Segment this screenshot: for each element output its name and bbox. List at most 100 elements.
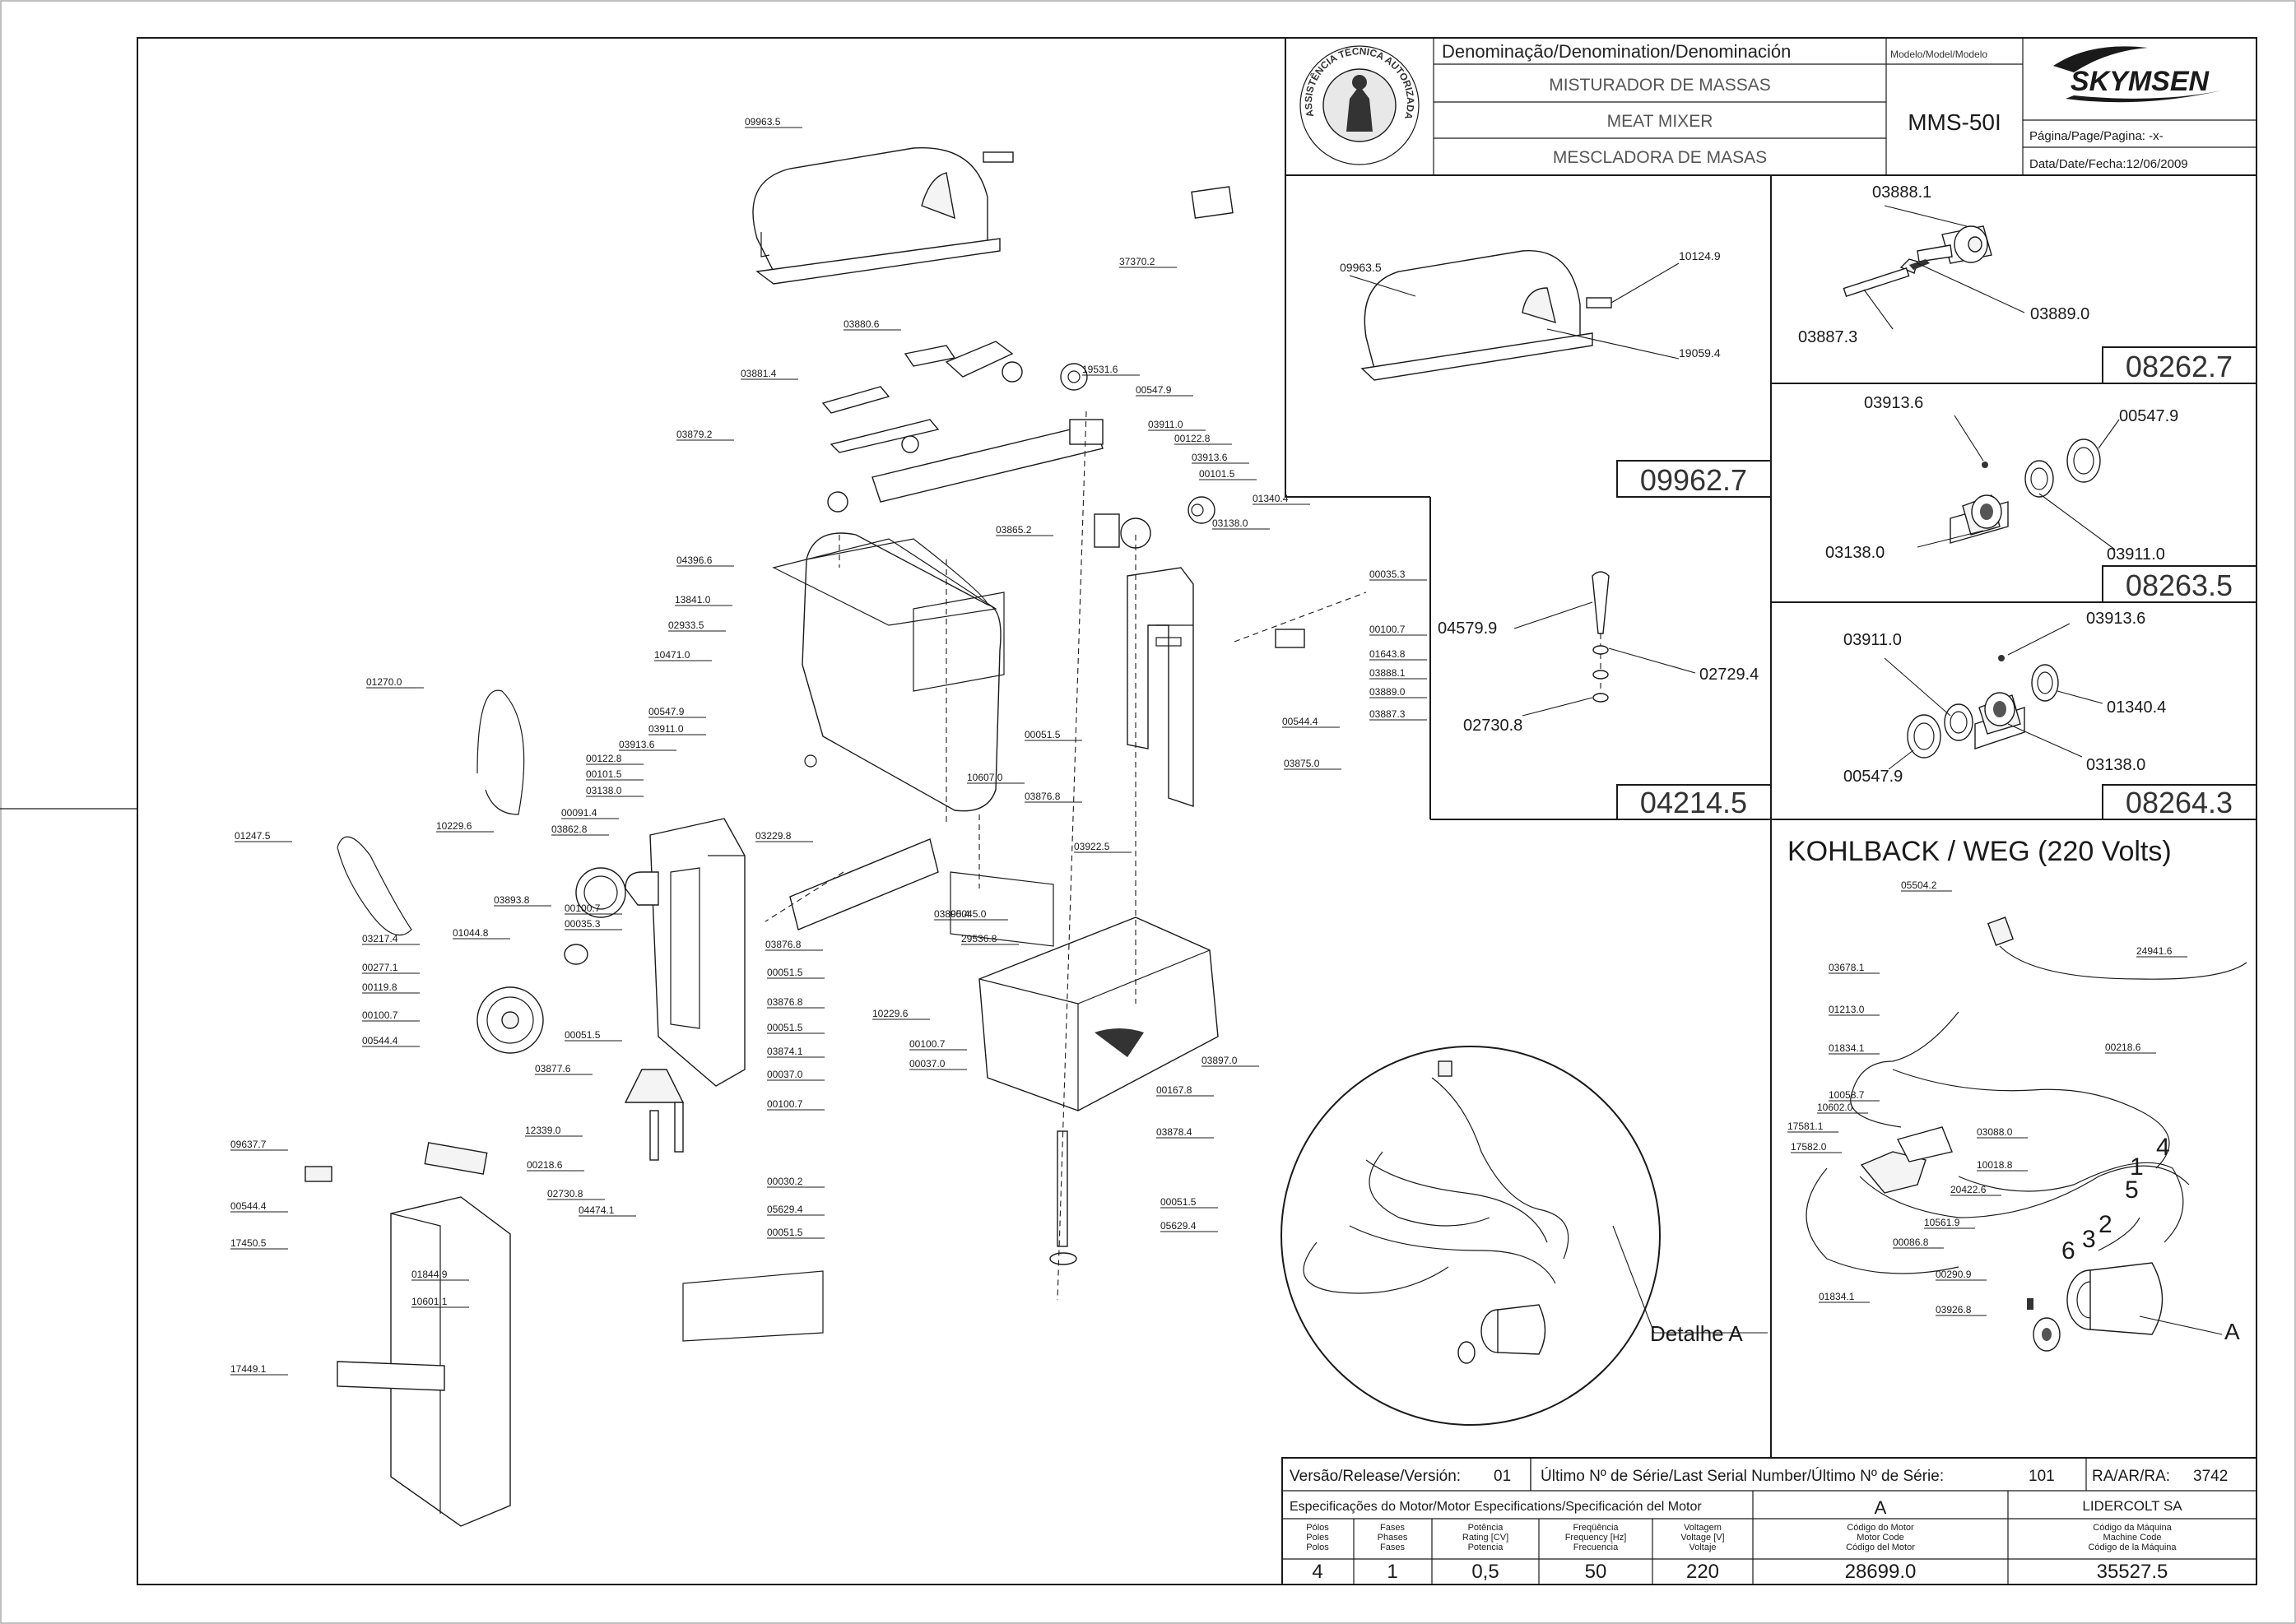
p5-label-0: 03911.0: [1843, 631, 1902, 649]
spec-col-3-label-1: Frequency [Hz]: [1565, 1533, 1627, 1543]
part-label-15: 00035.3: [1369, 568, 1406, 580]
motor-spec-header: Especificações do Motor/Motor Especifica…: [1290, 1500, 1702, 1514]
p5-label-2: 01340.4: [2107, 698, 2166, 717]
panel-code-08262-7: 08262.7: [2126, 350, 2233, 383]
motor-part-label-11: 10018.8: [1977, 1159, 2013, 1171]
motor-part-label-12: 20422.6: [1950, 1184, 1987, 1195]
motor-part-label-3: 01213.0: [1829, 1004, 1865, 1015]
model-code: MMS-50I: [1908, 109, 2001, 135]
p5-label-1: 03913.6: [2086, 610, 2145, 628]
base-housing: [789, 838, 1219, 1265]
part-label-50: 00277.1: [362, 962, 398, 973]
bottom-enclosure: [304, 1142, 511, 1527]
p2-label-1: 03887.3: [1798, 328, 1857, 346]
spec-col-1-label-1: Phases: [1378, 1533, 1408, 1543]
part-label-52: 00051.5: [767, 967, 803, 978]
part-label-48: 03217.4: [362, 933, 398, 944]
part-label-75: 00030.2: [767, 1176, 803, 1187]
spec-col-3-label-2: Frecuencia: [1573, 1543, 1619, 1552]
page-label: Página/Page/Pagina: -x-: [2029, 129, 2164, 143]
part-label-19: 01643.8: [1369, 648, 1406, 660]
part-label-38: 03229.8: [755, 830, 792, 842]
spec-col-3-label-0: Freqüência: [1573, 1523, 1619, 1533]
part-label-4: 19531.6: [1082, 364, 1118, 375]
p1-label-2: 19059.4: [1679, 346, 1721, 360]
part-label-60: 03874.1: [767, 1046, 803, 1057]
p5-label-4: 03138.0: [2086, 756, 2145, 774]
motor-part-label-14: 00086.8: [1893, 1237, 1929, 1248]
name-english: MEAT MIXER: [1607, 112, 1713, 131]
part-label-32: 03875.0: [1284, 758, 1320, 769]
spec-col-1-label-0: Fases: [1380, 1523, 1405, 1533]
p4-label-2: 02730.8: [1463, 717, 1522, 735]
part-label-53: 00119.8: [362, 981, 397, 993]
part-label-74: 04474.1: [579, 1204, 615, 1216]
skymsen-logo: SKYMSEN: [2053, 46, 2222, 103]
part-label-66: 03897.0: [1201, 1055, 1238, 1066]
spec-col-4-value: 220: [1686, 1561, 1719, 1583]
p5-label-3: 00547.9: [1843, 768, 1903, 786]
part-label-31: 00101.5: [586, 768, 622, 780]
part-label-27: 00544.4: [1282, 716, 1318, 727]
panel-pillow-block-2-drawing: 03911.0 03913.6 01340.4 00547.9 03138.0: [1843, 610, 2166, 786]
model-header: Modelo/Model/Modelo: [1890, 49, 1987, 60]
part-label-78: 01844.9: [411, 1269, 448, 1280]
part-label-68: 12339.0: [525, 1125, 561, 1136]
p4-label-0: 04579.9: [1438, 619, 1497, 638]
part-label-33: 03138.0: [586, 785, 622, 796]
spec-col-2-label-2: Potencia: [1468, 1543, 1504, 1552]
p3-label-0: 03913.6: [1864, 394, 1923, 412]
motor-part-label-15: 01834.1: [1819, 1291, 1855, 1302]
part-label-67: 00100.7: [767, 1098, 803, 1110]
part-label-35: 00091.4: [561, 807, 597, 819]
part-label-11: 01340.4: [1253, 493, 1289, 504]
spec-col-3-value: 50: [1585, 1561, 1607, 1583]
version-label: Versão/Release/Versión:: [1290, 1468, 1461, 1485]
part-label-39: 10229.6: [436, 820, 472, 832]
serial-label: Último Nº de Série/Last Serial Number/Úl…: [1541, 1467, 1944, 1485]
date-label: Data/Date/Fecha:12/06/2009: [2029, 157, 2188, 171]
spec-col-2-label-1: Rating [CV]: [1462, 1533, 1508, 1543]
authorized-service-seal: ASSISTÊNCIA TÉCNICA AUTORIZADA: [1299, 45, 1420, 165]
panel-cover-drawing: 09963.5 10124.9 19059.4: [1340, 249, 1721, 381]
motor-part-label-9: 17582.0: [1791, 1141, 1827, 1153]
spec-col-0-label-2: Polos: [1306, 1543, 1329, 1552]
part-label-29: 00122.8: [586, 753, 622, 764]
ra-value: 3742: [2193, 1468, 2228, 1485]
part-label-23: 03889.0: [1369, 686, 1406, 698]
name-portuguese: MISTURADOR DE MASSAS: [1549, 76, 1771, 95]
mixing-shaft-assembly: [821, 341, 1104, 513]
spec-col-0-label-1: Poles: [1306, 1533, 1329, 1543]
part-label-24: 00547.9: [648, 706, 685, 717]
title-block: ASSISTÊNCIA TÉCNICA AUTORIZADA Denominaç…: [1285, 38, 2256, 176]
part-label-17: 00100.7: [1369, 624, 1406, 635]
part-label-77: 05629.4: [767, 1204, 803, 1215]
spec-col-5-label-2: Código del Motor: [1846, 1543, 1915, 1552]
part-label-34: 10607.0: [967, 772, 1003, 783]
part-label-45: 01044.8: [453, 927, 489, 939]
spec-col-5-label-1: Motor Code: [1857, 1533, 1903, 1543]
part-label-30: 00051.5: [1025, 729, 1061, 740]
part-label-43: 00100.7: [565, 902, 601, 914]
part-label-42: 03893.8: [494, 894, 530, 906]
part-label-22: 01270.0: [366, 676, 402, 688]
motor-part-label-8: 17581.1: [1787, 1121, 1824, 1132]
panel-pillow-block-drawing: 03913.6 00547.9 03138.0 03911.0: [1825, 394, 2178, 564]
spec-col-0-label-0: Pólos: [1306, 1523, 1329, 1533]
part-label-37: 03862.8: [551, 824, 588, 835]
p3-label-3: 03911.0: [2107, 545, 2165, 564]
part-label-7: 03911.0: [1148, 419, 1183, 430]
p1-label-0: 09963.5: [1340, 261, 1382, 274]
part-label-79: 00051.5: [1160, 1196, 1197, 1208]
spec-col-6-label-1: Machine Code: [2103, 1533, 2162, 1543]
part-label-47: 03876.8: [765, 939, 802, 950]
part-label-25: 03887.3: [1369, 708, 1406, 720]
drive-belt-1: [476, 689, 525, 815]
mixing-bowl: [772, 532, 1005, 812]
part-label-73: 02730.8: [547, 1188, 583, 1199]
part-label-21: 03888.1: [1369, 667, 1406, 679]
detail-a-label: Detalhe A: [1650, 1321, 1743, 1346]
part-label-58: 00544.4: [362, 1035, 398, 1046]
part-label-81: 00051.5: [767, 1227, 803, 1238]
